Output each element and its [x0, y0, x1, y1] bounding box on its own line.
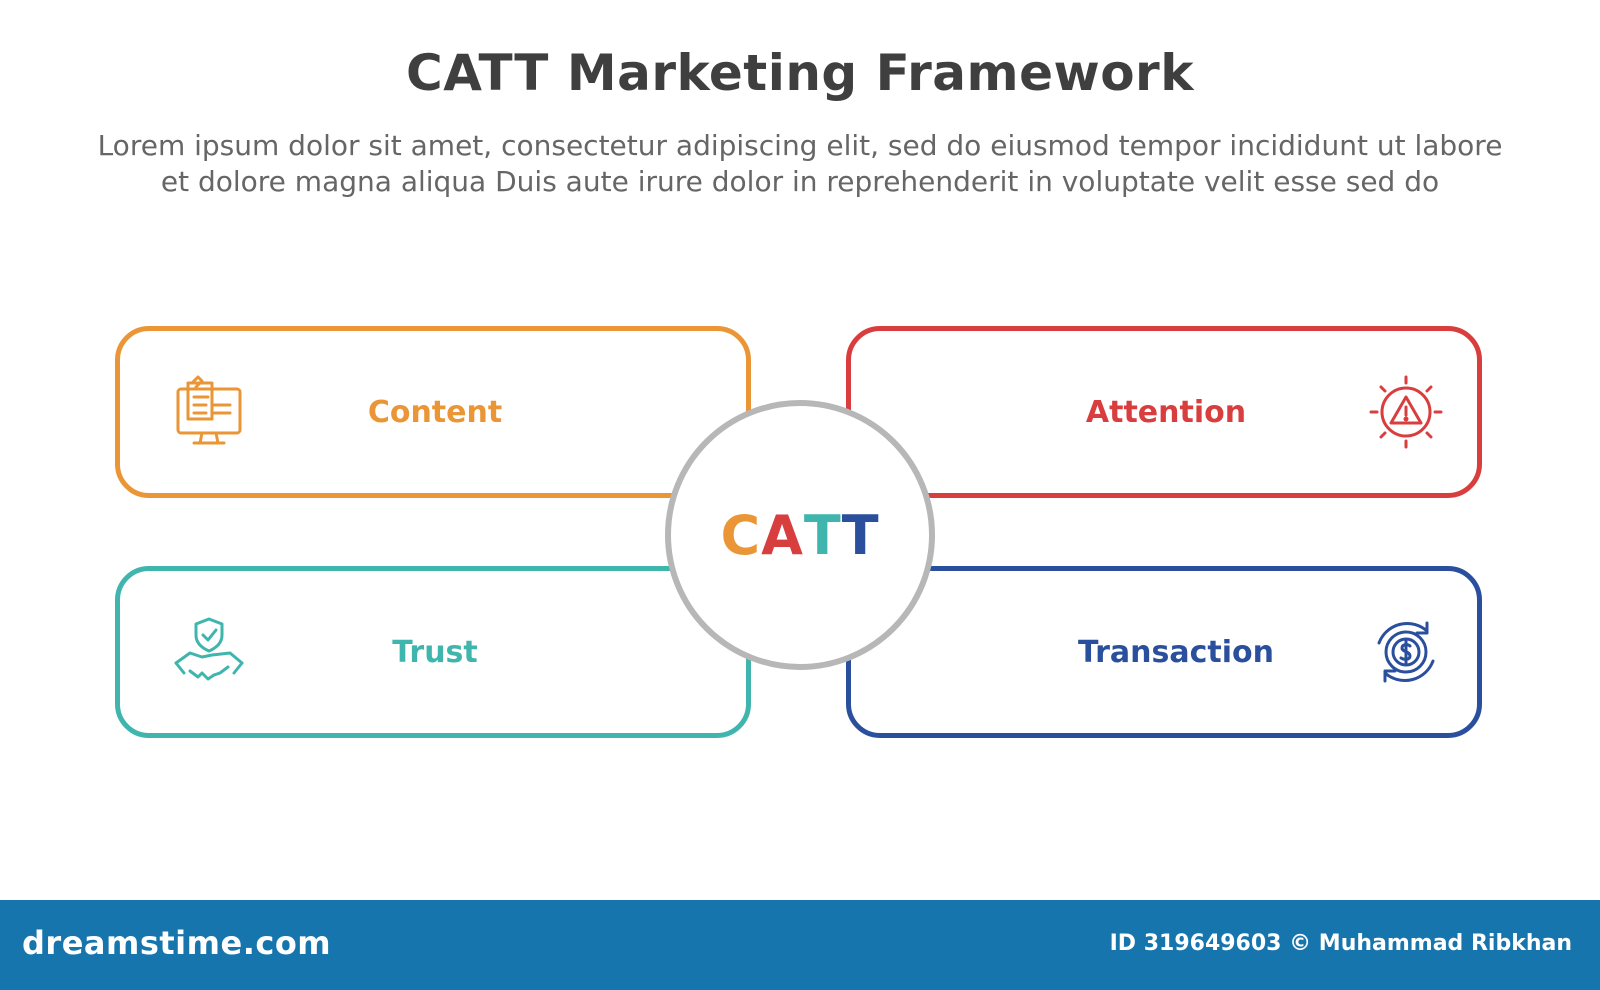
description-line: Lorem ipsum dolor sit amet, consectetur …	[97, 129, 1503, 162]
content-label: Content	[367, 394, 503, 430]
page-title: CATT Marketing Framework	[406, 44, 1194, 102]
handshake-shield-icon	[172, 615, 246, 689]
attention-card: Attention	[846, 326, 1482, 498]
site-logo: dreamstime.com	[22, 924, 332, 962]
description-line: et dolore magna aliqua Duis aute irure d…	[160, 165, 1440, 198]
center-letter-t: T	[841, 503, 880, 567]
trust-card: Trust	[115, 566, 751, 738]
dollar-cycle-icon	[1369, 615, 1443, 689]
computer-document-icon	[172, 375, 246, 449]
content-card: Content	[115, 326, 751, 498]
trust-label: Trust	[392, 634, 478, 670]
watermark-footer: dreamstime.com ID 319649603 © Muhammad R…	[0, 900, 1600, 990]
page-description: Lorem ipsum dolor sit amet, consectetur …	[70, 128, 1530, 200]
warning-alert-icon	[1369, 375, 1443, 449]
image-credit: ID 319649603 © Muhammad Ribkhan	[1109, 931, 1572, 956]
catt-center-circle: C A T T	[665, 400, 935, 670]
center-letter-t: T	[803, 503, 842, 567]
attention-label: Attention	[1085, 394, 1247, 430]
transaction-label: Transaction	[1077, 634, 1275, 670]
center-letter-c: C	[720, 503, 762, 567]
transaction-card: Transaction	[846, 566, 1482, 738]
center-letter-a: A	[761, 503, 804, 567]
